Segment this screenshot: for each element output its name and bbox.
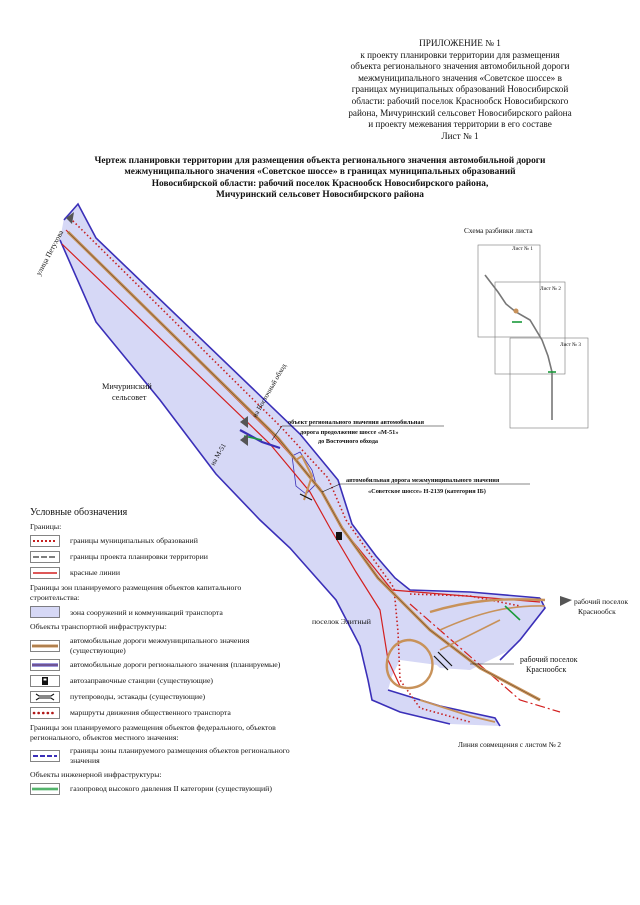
regional-road [239, 429, 281, 450]
legend-item: путепроводы, эстакады (существующие) [30, 691, 290, 703]
settlement-label-michurinsky: сельсовет [112, 393, 147, 402]
callout-road-line: «Советское шоссе» Н-2139 (категория IБ) [368, 488, 486, 495]
callout-object: объект регионального значения автомобиль… [271, 419, 444, 445]
sheet-label: Лист № 3 [560, 342, 581, 348]
red-line-icon [30, 567, 60, 579]
legend-item-label: красные линии [70, 568, 121, 578]
legend-item: автомобильные дороги регионального значе… [30, 659, 290, 671]
legend-item-label: путепроводы, эстакады (существующие) [70, 692, 206, 702]
direction-arrow-icon [66, 212, 572, 606]
sheet-layout-inset: Схема разбивки листа Лист № 1 Лист № 2 Л… [464, 226, 589, 429]
settlement-label-elitny: поселок Элитный [312, 617, 371, 626]
appendix-line: межмуниципального значения «Советское шо… [358, 72, 562, 83]
map-title-line: Новосибирской области: рабочий поселок К… [151, 178, 489, 189]
krasnoobsk-callout-line: рабочий поселок [520, 655, 578, 664]
street-label: улица Петухова [34, 228, 66, 277]
map-title-line: межмуниципального значения «Советское шо… [124, 167, 516, 178]
overpass-icon [30, 691, 60, 703]
legend-item-label: автозаправочные станции (существующие) [70, 676, 214, 686]
legend-item-label: границы муниципальных образований [70, 536, 198, 546]
gas-station [336, 532, 342, 540]
gas-pipeline-icon [30, 783, 60, 795]
legend-item: автозаправочные станции (существующие) [30, 675, 290, 687]
map-title-line: Чертеж планировки территории для размеще… [94, 156, 546, 166]
appendix-line: ПРИЛОЖЕНИЕ № 1 [419, 38, 501, 48]
krasnoobsk-callout: рабочий поселок Краснообск [470, 655, 578, 674]
legend-item: маршруты движения общественного транспор… [30, 707, 290, 719]
legend-item-label: автомобильные дороги межмуниципального з… [70, 635, 250, 655]
regional-zone-boundary-icon [30, 750, 60, 762]
legend-item: зона сооружений и коммуникаций транспорт… [30, 606, 290, 619]
inset-route [484, 274, 553, 420]
regional-road-icon [30, 659, 60, 671]
legend: Условные обозначения Границы: границы му… [30, 508, 290, 799]
legend-item: автомобильные дороги межмуниципального з… [30, 636, 290, 655]
krasnoobsk-arrow-label: рабочий поселок [574, 597, 628, 606]
public-transport-icon [30, 707, 60, 719]
sheet-label: Лист № 1 [512, 246, 533, 252]
overpass [299, 493, 453, 671]
map-title: Чертеж планировки территории для размеще… [40, 156, 600, 201]
sheet-label: Лист № 2 [540, 286, 561, 292]
intermunicipal-road-icon [30, 639, 60, 652]
transport-zone-icon [30, 606, 60, 619]
settlement-label-michurinsky: Мичуринский [102, 382, 152, 391]
appendix-line: и проекту межевания территории в его сос… [368, 119, 552, 130]
legend-item-label: автомобильные дороги регионального значе… [70, 660, 281, 670]
legend-item-label: маршруты движения общественного транспор… [70, 708, 231, 718]
sheet-frame [494, 281, 566, 375]
legend-item-label: зона сооружений и коммуникаций транспорт… [70, 607, 223, 617]
callout-road: автомобильная дорога межмуниципального з… [321, 477, 530, 495]
legend-item: границы проекта планировки территории [30, 551, 290, 563]
legend-item-label: газопровод высокого давления II категори… [70, 784, 272, 794]
appendix-line: Лист № 1 [441, 130, 479, 141]
callout-object-line: объект регионального значения автомобиль… [288, 419, 425, 426]
legend-item: газопровод высокого давления II категори… [30, 783, 290, 795]
appendix-header: ПРИЛОЖЕНИЕ № 1 к проекту планировки терр… [300, 38, 620, 142]
intermunicipal-road [66, 230, 546, 723]
callout-object-line: до Восточного обхода [318, 438, 379, 445]
map-title-line: Мичуринский сельсовет Новосибирского рай… [216, 189, 424, 200]
appendix-line: объекта регионального значения автомобил… [350, 61, 570, 72]
project-boundary-icon [30, 551, 60, 563]
legend-item: красные линии [30, 567, 290, 579]
legend-item-label: границы проекта планировки территории [70, 552, 208, 562]
inset-title: Схема разбивки листа [464, 226, 533, 235]
appendix-line: области: рабочий поселок Краснообск Ново… [351, 95, 569, 106]
legend-section-heading: Объекты инженерной инфраструктуры: [30, 769, 162, 779]
legend-item: границы муниципальных образований [30, 535, 290, 547]
legend-title: Условные обозначения [30, 507, 128, 518]
municipal-boundary-icon [30, 535, 60, 547]
callout-object-line: дорога продолжение шоссе «М-51» [300, 429, 398, 436]
callout-road-line: автомобильная дорога межмуниципального з… [346, 477, 500, 484]
legend-section-heading: Границы: [30, 521, 62, 531]
appendix-line: района, Мичуринский сельсовет Новосибирс… [348, 107, 572, 118]
legend-section-heading: Границы зон планируемого размещения объе… [30, 723, 276, 742]
legend-item-label: границы зоны планируемого размещения объ… [70, 746, 290, 765]
krasnoobsk-callout-line: Краснообск [526, 665, 566, 674]
sheet-frame [477, 244, 541, 338]
match-line-label: Линия совмещения с листом № 2 [458, 740, 561, 749]
legend-section-heading: Границы зон планируемого размещения объе… [30, 583, 242, 602]
regional-zone-boundary [59, 202, 546, 727]
gas-station-icon [30, 675, 60, 687]
appendix-line: границах муниципальных образований Новос… [351, 84, 569, 95]
krasnoobsk-arrow-label: Краснообск [578, 607, 616, 616]
legend-item: границы зоны планируемого размещения объ… [30, 746, 290, 765]
sheet-frame [509, 337, 589, 429]
legend-section-heading: Объекты транспортной инфраструктуры: [30, 622, 167, 632]
appendix-line: к проекту планировки территории для разм… [360, 49, 560, 60]
